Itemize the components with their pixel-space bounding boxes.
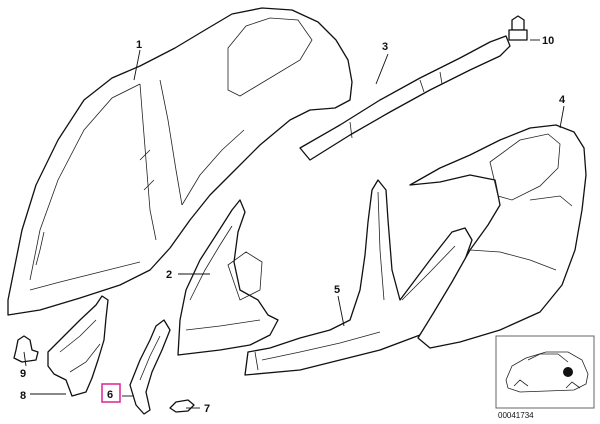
leader-9 — [23, 351, 27, 367]
part-3-roof-rail[interactable] — [299, 35, 511, 161]
callout-3: 3 — [382, 41, 388, 53]
callout-6-highlight — [101, 383, 121, 403]
callout-8: 8 — [20, 390, 26, 402]
part-8-pillar-reinforcement[interactable] — [47, 295, 109, 397]
callout-6: 6 — [107, 389, 113, 401]
inset-frame — [495, 335, 595, 409]
leader-3 — [375, 53, 389, 85]
part-7-small-bracket[interactable] — [169, 399, 195, 413]
diagram-number: 00041734 — [498, 411, 534, 420]
callout-9: 9 — [20, 368, 26, 380]
inset-vehicle-locator: 00041734 — [495, 335, 595, 420]
inset-car-roof — [527, 353, 569, 363]
part-10-clip[interactable] — [508, 15, 528, 41]
inset-car-wheels — [513, 379, 581, 389]
callout-1: 1 — [136, 39, 142, 51]
part-9-plug[interactable] — [13, 335, 39, 363]
part-6-pillar-bracket[interactable] — [129, 319, 171, 415]
part-1-side-frame-left[interactable] — [7, 7, 353, 316]
callout-7: 7 — [204, 403, 210, 415]
part-2-inner-side-frame-left[interactable] — [177, 199, 279, 356]
callout-2: 2 — [166, 269, 172, 281]
inset-car-outline — [505, 351, 589, 393]
callout-10: 10 — [542, 35, 554, 47]
inset-location-dot — [563, 367, 573, 377]
leader-4 — [559, 105, 565, 129]
callout-5: 5 — [334, 284, 340, 296]
callout-4: 4 — [559, 94, 566, 106]
leader-lines — [23, 39, 565, 409]
leader-1 — [133, 49, 141, 81]
callout-labels: 1 2 3 4 5 6 7 8 9 10 — [20, 35, 566, 415]
part-4-side-frame-right[interactable] — [409, 124, 587, 349]
leader-5 — [337, 295, 345, 327]
